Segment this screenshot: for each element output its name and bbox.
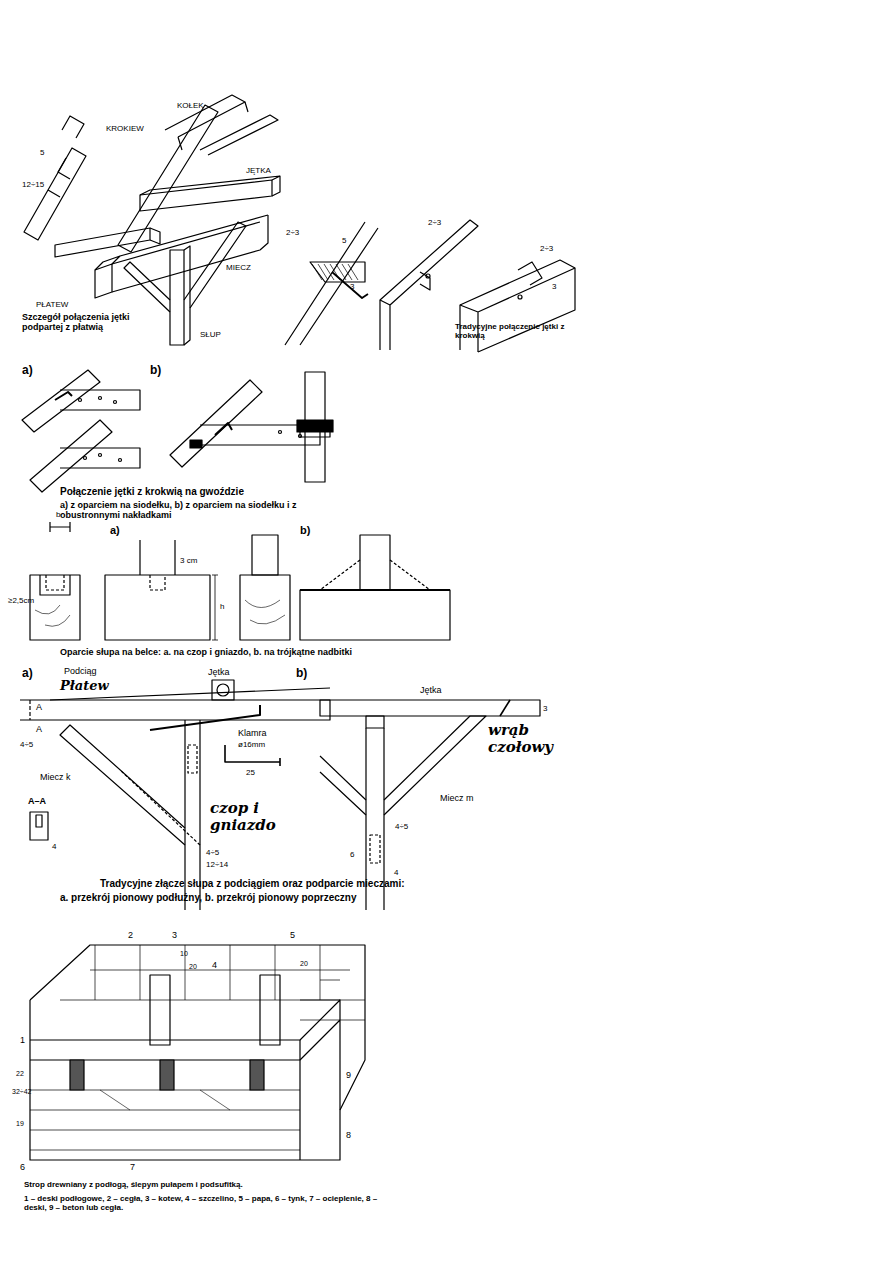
caption-text: Szczegół połączenia jętki podpartej z pł… [22, 312, 162, 333]
dimension-label: 7 [130, 1162, 135, 1172]
caption-text: a. przekrój pionowy podłużny, b. przekró… [60, 892, 357, 904]
caption-text: Tradycyjne złącze słupa z podciągiem ora… [100, 878, 405, 890]
part-label: KROKIEW [106, 124, 144, 133]
part-label: Podciąg [64, 666, 97, 676]
dimension-label: A [36, 702, 42, 712]
caption-text: a) [110, 524, 120, 537]
caption-text: a) z oparciem na siodełku, b) z oparciem… [60, 500, 350, 521]
part-label: Jętka [208, 667, 230, 677]
dimension-label: 2÷3 [286, 228, 299, 237]
caption-text: Strop drewniany z podłogą, ślepym pułape… [24, 1180, 384, 1189]
dimension-label: 6 [350, 850, 354, 859]
dimension-label: 2÷3 [540, 244, 553, 253]
caption-text: a) [22, 364, 33, 378]
dimension-label: 19 [16, 1120, 24, 1128]
part-label: Klamra [238, 728, 267, 738]
caption-text: Tradycyjne połączenie jętki z krokwią [455, 322, 575, 340]
dimension-label: 6 [20, 1162, 25, 1172]
caption-text: A–A [28, 796, 46, 806]
caption-text: 1 – deski podłogowe, 2 – cegła, 3 – kote… [24, 1194, 384, 1212]
dimension-label: 12÷15 [22, 180, 44, 189]
part-label: PŁATEW [36, 300, 68, 309]
dimension-label: 3 cm [180, 556, 197, 565]
dimension-label: 4÷5 [206, 848, 219, 857]
dimension-label: 4÷5 [395, 822, 408, 831]
dimension-label: b [56, 510, 60, 519]
dimension-label: 12÷14 [206, 860, 228, 869]
dimension-label: 4 [212, 960, 217, 970]
dimension-label: 2 [128, 930, 133, 940]
caption-text: b) [150, 364, 161, 378]
dimension-label: 3 [543, 704, 547, 713]
caption-text: Połączenie jętki z krokwią na gwoździe [60, 486, 244, 498]
dimension-label: 4 [394, 868, 398, 877]
handwritten-note: Płatew [60, 679, 109, 694]
dimension-label: 5 [290, 930, 295, 940]
dimension-label: 4÷5 [20, 740, 33, 749]
dimension-label: 22 [16, 1070, 24, 1078]
dimension-label: ≥2,5cm [8, 596, 34, 605]
dimension-label: 32÷42 [12, 1088, 31, 1096]
part-label: Miecz m [440, 793, 474, 803]
dimension-label: 20 [189, 963, 197, 971]
dimension-label: 3 [172, 930, 177, 940]
dimension-label: 5 [40, 148, 44, 157]
dimension-label: A [36, 724, 42, 734]
part-label: SŁUP [200, 330, 221, 339]
dimension-label: 3 [350, 282, 354, 291]
dimension-label: 20 [300, 960, 308, 968]
handwritten-note: czop i gniazdo [210, 800, 300, 835]
dimension-label: ø16mm [238, 740, 265, 749]
dimension-label: 2÷3 [428, 218, 441, 227]
part-label: Jętka [420, 685, 442, 695]
dimension-label: 25 [246, 768, 255, 777]
dimension-label: 9 [346, 1070, 351, 1080]
caption-text: b) [300, 524, 310, 537]
part-label: KOŁEK [177, 101, 204, 110]
caption-text: a) [22, 667, 33, 681]
part-label: Miecz k [40, 772, 71, 782]
part-label: MIECZ [226, 263, 251, 272]
dimension-label: 3 [552, 282, 556, 291]
dimension-label: 1 [20, 1035, 25, 1045]
dimension-label: 10 [180, 950, 188, 958]
caption-text: b) [296, 667, 307, 681]
dimension-label: 4 [52, 842, 56, 851]
part-label: JĘTKA [246, 166, 271, 175]
handwritten-note: wrąb czołowy [488, 722, 568, 757]
dimension-label: 5 [342, 236, 346, 245]
dimension-label: 8 [346, 1130, 351, 1140]
caption-text: Oparcie słupa na belce: a. na czop i gni… [60, 647, 460, 657]
dimension-label: h [220, 602, 224, 611]
